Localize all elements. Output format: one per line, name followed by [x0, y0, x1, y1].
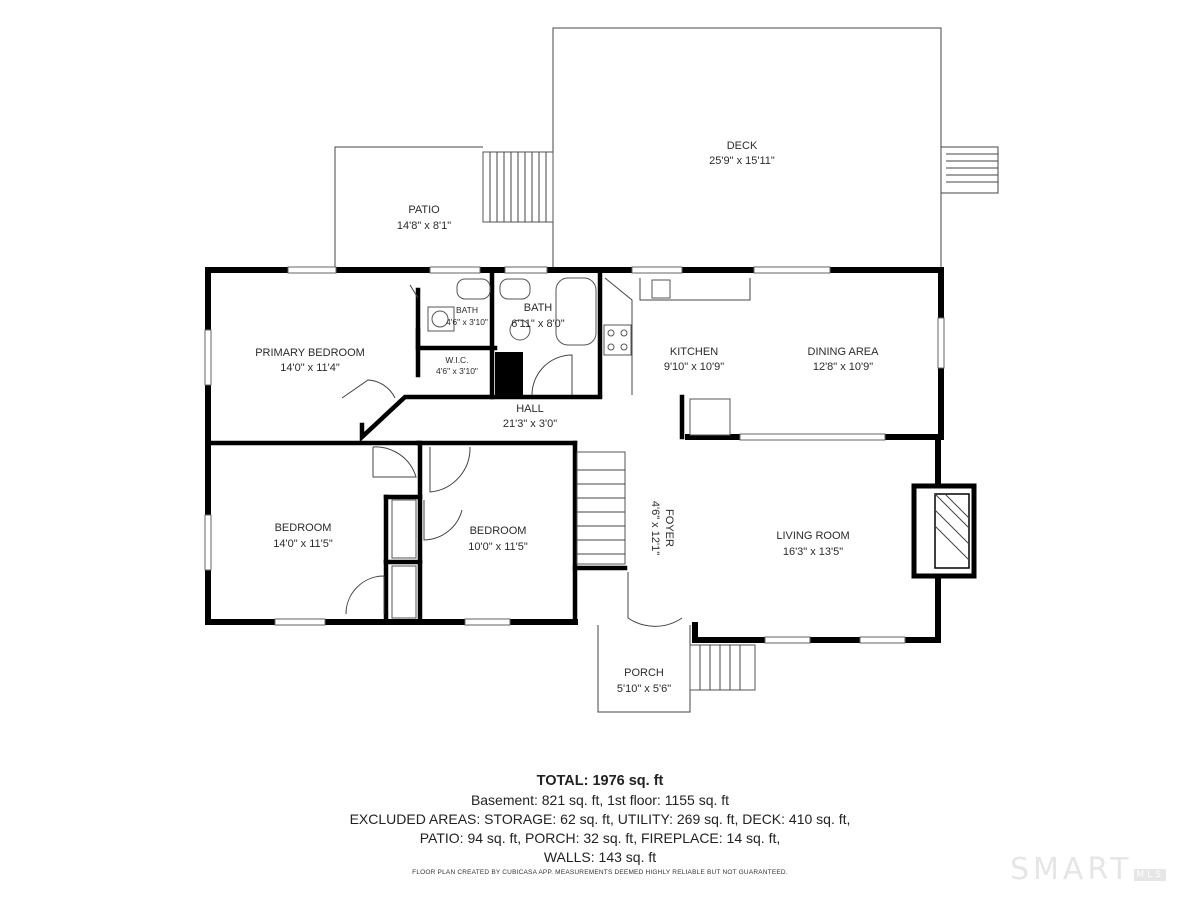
area-summary: TOTAL: 1976 sq. ft Basement: 821 sq. ft,… — [0, 772, 1200, 867]
room-dims-bedroom-1: 14'0" x 11'5" — [273, 538, 333, 550]
room-name-bath: BATH — [524, 302, 553, 314]
summary-line-4: WALLS: 143 sq. ft — [543, 849, 657, 865]
fixtures — [391, 277, 756, 713]
room-dims-bath-small: 4'6" x 3'10" — [446, 317, 488, 327]
room-labels: DECK 25'9" x 15'11" PATIO 14'8" x 8'1" P… — [255, 140, 879, 695]
room-dims-hall: 21'3" x 3'0" — [503, 418, 557, 430]
room-dims-primary-bedroom: 14'0" x 11'4" — [280, 362, 340, 374]
summary-line-3: PATIO: 94 sq. ft, PORCH: 32 sq. ft, FIRE… — [419, 830, 781, 846]
summary-line-1: Basement: 821 sq. ft, 1st floor: 1155 sq… — [470, 792, 730, 808]
interior-walls — [207, 272, 685, 625]
room-dims-wic: 4'6" x 3'10" — [436, 366, 478, 376]
room-dims-deck: 25'9" x 15'11" — [709, 155, 775, 167]
total-area: TOTAL: 1976 sq. ft — [536, 773, 664, 789]
room-name-wic: W.I.C. — [445, 355, 468, 365]
room-name-porch: PORCH — [624, 667, 664, 679]
room-name-kitchen: KITCHEN — [670, 346, 718, 358]
room-dims-dining: 12'8" x 10'9" — [813, 361, 873, 373]
room-name-living: LIVING ROOM — [776, 530, 849, 542]
room-dims-porch: 5'10" x 5'6" — [617, 683, 671, 695]
room-name-patio: PATIO — [408, 204, 440, 216]
room-name-deck: DECK — [727, 140, 758, 152]
room-dims-foyer: 4'6" x 12'1" — [649, 501, 661, 555]
logo-text: SMART — [1010, 852, 1133, 887]
room-name-hall: HALL — [516, 403, 544, 415]
logo-suffix: MLS — [1134, 869, 1166, 881]
patio-outline — [334, 146, 483, 268]
room-name-bath-small: BATH — [456, 305, 478, 315]
room-name-foyer: FOYER — [663, 509, 675, 547]
room-name-dining: DINING AREA — [808, 346, 880, 358]
disclaimer: FLOOR PLAN CREATED BY CUBICASA APP. MEAS… — [412, 869, 788, 876]
summary-line-2: EXCLUDED AREAS: STORAGE: 62 sq. ft, UTIL… — [349, 811, 851, 827]
deck-outline — [482, 27, 999, 268]
room-name-primary-bedroom: PRIMARY BEDROOM — [255, 347, 365, 359]
room-dims-living: 16'3" x 13'5" — [783, 546, 843, 558]
room-dims-patio: 14'8" x 8'1" — [397, 220, 451, 232]
windows — [204, 266, 945, 644]
room-dims-kitchen: 9'10" x 10'9" — [664, 361, 724, 373]
room-name-bedroom-2: BEDROOM — [470, 525, 527, 537]
room-name-bedroom-1: BEDROOM — [275, 522, 332, 534]
doors — [341, 284, 683, 627]
room-dims-bedroom-2: 10'0" x 11'5" — [468, 541, 528, 553]
room-dims-bath: 6'11" x 8'0" — [511, 318, 564, 330]
